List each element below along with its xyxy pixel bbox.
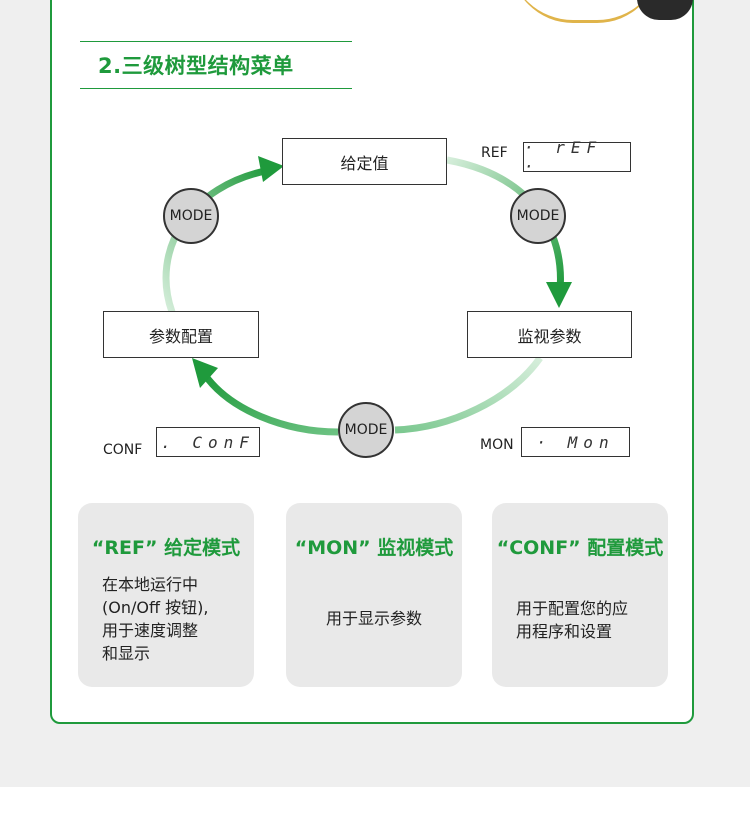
- arc-mon-to-bottom: [394, 355, 543, 434]
- display-conf: . ConF: [156, 427, 260, 457]
- title-rule-top: [80, 41, 352, 42]
- arrowhead-conf: [192, 358, 218, 388]
- mode-card-ref: “REF” 给定模式 在本地运行中 (On/Off 按钮), 用于速度调整 和显…: [78, 503, 254, 687]
- arrowhead-ref: [258, 156, 284, 182]
- tag-conf: CONF: [103, 442, 143, 458]
- tag-mon: MON: [480, 437, 514, 453]
- display-mon: · Mon: [521, 427, 630, 457]
- mode-card-mon: “MON” 监视模式 用于显示参数: [286, 503, 462, 687]
- tag-ref: REF: [481, 145, 508, 161]
- arc-bottom-to-conf: [202, 372, 339, 436]
- mode-card-body: 用于配置您的应 用程序和设置: [516, 599, 629, 641]
- mode-card-body: 用于显示参数: [325, 609, 422, 628]
- mode-card-title: “REF” 给定模式: [91, 537, 241, 559]
- section-title: 2.三级树型结构菜单: [98, 54, 294, 78]
- mode-button-left[interactable]: MODE: [163, 188, 219, 244]
- mode-card-title: “CONF” 配置模式: [496, 537, 664, 559]
- node-param-config: 参数配置: [103, 311, 259, 358]
- title-rule-bottom: [80, 88, 352, 89]
- arrowhead-mon: [546, 282, 572, 308]
- node-ref-value: 给定值: [282, 138, 447, 185]
- node-monitor-params: 监视参数: [467, 311, 632, 358]
- product-knob-image: [637, 0, 693, 20]
- bottom-band: [0, 787, 750, 833]
- mode-card-title: “MON” 监视模式: [294, 537, 454, 559]
- mode-card-conf: “CONF” 配置模式 用于配置您的应 用程序和设置: [492, 503, 668, 687]
- mode-button-right[interactable]: MODE: [510, 188, 566, 244]
- display-ref: · rEF ·: [523, 138, 631, 176]
- product-cable-image: [510, 0, 660, 23]
- mode-card-body: 在本地运行中 (On/Off 按钮), 用于速度调整 和显示: [102, 575, 209, 663]
- mode-button-bottom[interactable]: MODE: [338, 402, 394, 458]
